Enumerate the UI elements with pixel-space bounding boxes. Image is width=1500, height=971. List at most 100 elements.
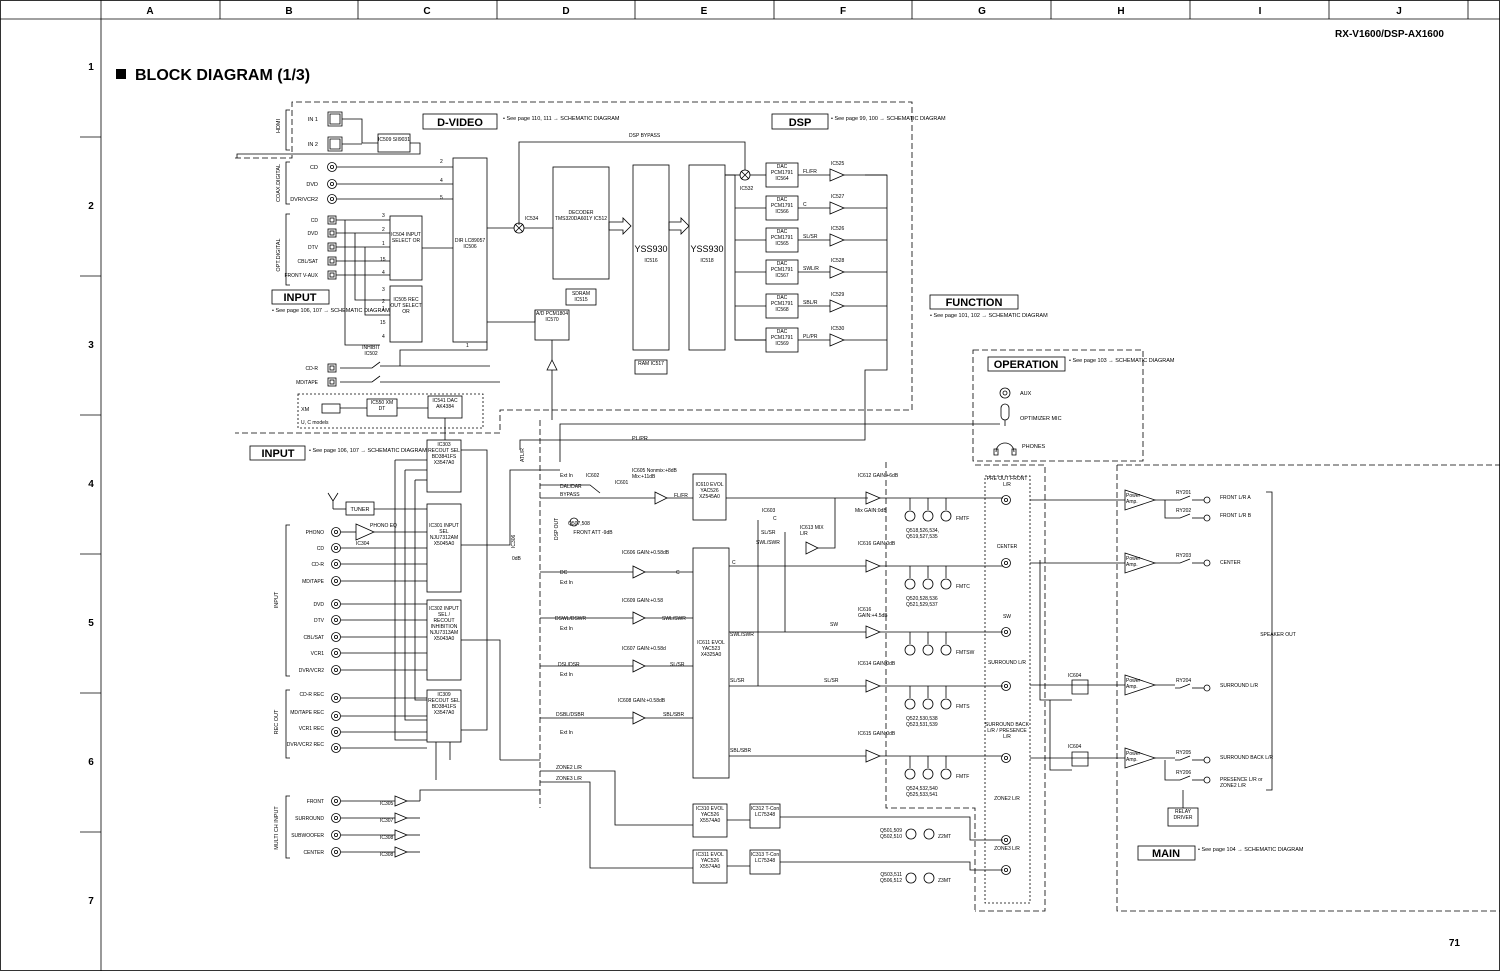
ic550-label: IC550 XM DT [370, 400, 394, 412]
input-mid-ref: • See page 106, 107 → SCHEMATIC DIAGRAM [309, 448, 427, 454]
multi-ch-input-jack-icon [331, 796, 341, 806]
section-boundaries [235, 101, 1500, 912]
atl-label: ATL/R [520, 448, 526, 462]
operation-label: OPERATION [994, 359, 1059, 371]
rca-jack-center [1004, 497, 1009, 502]
svg-text:4: 4 [382, 270, 385, 276]
main-section: IC604 IC604 RELAY DRIVER SPEAKER OUT [1030, 491, 1296, 827]
c-mix-label: C [773, 516, 777, 522]
svg-text:2: 2 [382, 227, 385, 233]
rec-output-jack-icon [331, 711, 341, 721]
row-number: 2 [88, 201, 94, 212]
tuner-label: TUNER [351, 507, 370, 513]
signal-wire [354, 233, 390, 301]
signal-wire [1164, 500, 1175, 519]
sdram-block [565, 288, 597, 306]
rca-jack-center [333, 714, 338, 719]
rca-jack-center [333, 530, 338, 535]
rca-jack-center [333, 696, 338, 701]
dac-output-bus [519, 174, 888, 450]
sl-out2-label: SL/SR [824, 678, 839, 684]
rca-jack-center [1004, 838, 1009, 843]
multi-ch-buffer-amp [394, 829, 409, 841]
power-amp-label: Power Amp. [1126, 493, 1141, 505]
uc-models-label: U, C models [301, 420, 329, 426]
ic550-block [366, 398, 398, 417]
row-number: 7 [88, 896, 94, 907]
svg-text:2: 2 [440, 159, 443, 165]
sdram-wrap: SDRAM IC515 [572, 291, 590, 303]
svg-text:1: 1 [466, 343, 469, 349]
hdmi-connector-icon [327, 136, 343, 152]
coax-jack-icon [327, 179, 337, 189]
input-top-label-box [271, 289, 330, 305]
ic613-wrap: IC613 MIX L/R [800, 525, 824, 537]
speaker-out-item-label: CENTER [1220, 560, 1241, 566]
multi-ch-input-label: CENTER [303, 850, 324, 856]
signal-wire [419, 789, 540, 801]
dac-channel-label: C [803, 202, 807, 208]
pre-out-label-wrap: SW [1003, 614, 1011, 620]
cdr-input-label: MD/TAPE [296, 380, 319, 386]
power-amp-label: Power Amp. [1126, 751, 1141, 763]
ic312-wrap: IC312 T-Con LC75348 [751, 806, 779, 818]
ic505-wrap: IC505 REC OUT SELECT OR [390, 297, 421, 315]
ic607-label: IC607 GAIN:+0.58d [622, 646, 666, 652]
power-amp-label-wrap: Power Amp. [1126, 493, 1141, 505]
coax-input-label: CD [310, 165, 318, 171]
function-amp-label: IC614 GAIN:0dB [858, 661, 896, 667]
relay-driver-label: RELAY DRIVER [1173, 809, 1193, 821]
relay-label: RY201 [1176, 490, 1191, 496]
function-amp-label-wrap: IC616 GAIN:0dB [858, 541, 895, 547]
dac-output-amp [829, 299, 846, 313]
analog-input-label: DTV [314, 618, 325, 624]
function-amp-label: IC612 GAIN:+6dB [858, 473, 899, 479]
zone-mute-transistor-icon [905, 828, 917, 840]
relay-label: RY203 [1176, 553, 1191, 559]
zone-mute-transistor-icon [905, 872, 917, 884]
multi-ch-input-label: SUBWOOFER [291, 833, 324, 839]
ic509-label-wrap: IC509 SII9031 [378, 137, 410, 143]
cdr-input-jacks: CD-RMD/TAPE [296, 363, 337, 387]
yss930-ic518-label: YSS930 [690, 244, 723, 254]
speaker-out-item-label: SURROUND BACK L/R [1220, 755, 1274, 761]
optimizer-mic-label: OPTIMIZER MIC [1020, 416, 1062, 422]
coax-jack-icon [327, 162, 337, 172]
ic302-wrap: IC302 INPUT SEL / RECOUT INHIBITION NJU7… [429, 606, 459, 642]
dsp-label: DSP [789, 117, 812, 129]
function-amp-label-wrap: IC614 GAIN:0dB [858, 661, 896, 667]
pre-out-label: PRE OUT FRONT L/R [986, 476, 1028, 488]
speaker-out-label: SPEAKER OUT [1260, 632, 1296, 638]
main-ref: • See page 104 → SCHEMATIC DIAGRAM [1198, 847, 1304, 853]
input-mid-section: IC303 RECOUT SEL BD3841FS X3547A0 IC301 … [327, 439, 560, 780]
relay-contact-icon [1175, 775, 1191, 781]
speaker-out-item-label: SURROUND L/R [1220, 683, 1259, 689]
inhibit-label: INHIBIT IC502 [362, 345, 380, 357]
transistor-label-wrap: Q524,532,540 Q525,533,541 [906, 786, 938, 798]
speaker-out-item-label: PRESENCE L/R or ZONE2 L/R [1220, 777, 1263, 789]
pre-out-label-wrap: SURROUND L/R [987, 660, 1027, 666]
ic303-wrap: IC303 RECOUT SEL BD3841FS X3547A0 [428, 442, 460, 466]
rec-output-label-wrap: MD/TAPE REC [290, 710, 324, 716]
transistor-label: Q518,526,534, Q519,527,535 [906, 528, 940, 540]
function-amp [865, 491, 882, 505]
col-letter: I [1259, 6, 1262, 17]
phono-eq-label: PHONO EQ [370, 523, 397, 529]
hdmi-in2-label: IN 2 [308, 142, 318, 148]
ic603-label: IC603 [762, 508, 776, 514]
rca-jack-center [1004, 756, 1009, 761]
opt-group-label: OPT.DIGITAL [276, 238, 282, 271]
main-label: MAIN [1152, 848, 1180, 860]
title-square-bullet [116, 69, 126, 79]
multi-ch-buffer-label: IC308 [380, 852, 394, 858]
operation-ref: • See page 103 → SCHEMATIC DIAGRAM [1069, 358, 1175, 364]
group-brackets [285, 109, 290, 859]
ic610-block [692, 473, 727, 521]
ic607-wrap: IC607 GAIN:+0.58d [622, 646, 666, 652]
pre-out-label: SURROUND L/R [987, 660, 1027, 666]
page-number: 71 [1449, 938, 1461, 949]
row-number: 4 [88, 479, 94, 490]
dvideo-ref: • See page 110, 111 → SCHEMATIC DIAGRAM [503, 116, 620, 122]
analog-input-label: PHONO [306, 530, 324, 536]
